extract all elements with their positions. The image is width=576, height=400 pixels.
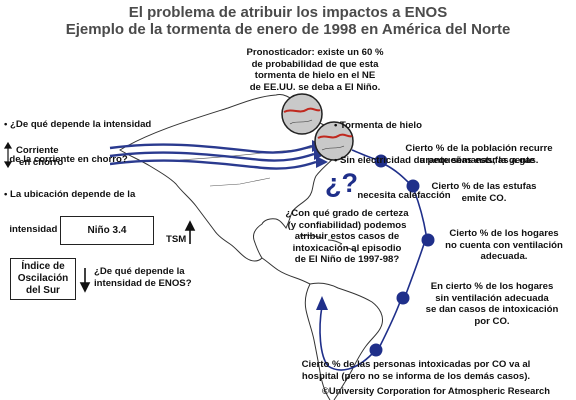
jet-label-line: en chorro: [19, 156, 64, 168]
chain-step-line: hospital (pero no se informa de los demá…: [301, 370, 531, 382]
certainty-line: intoxicación al episodio: [292, 242, 402, 254]
jet-stream-arrows: [109, 143, 317, 170]
chain-step-line: Cierto % de las estufas: [431, 181, 537, 192]
forecaster-line: tormenta de hielo en el NE: [254, 70, 376, 82]
jet-question-line: • ¿De qué depende la intensidad: [4, 119, 152, 131]
storm-circle-east: [314, 121, 354, 161]
ice-storm-bullet: • Sin electricidad durante semanas; la g…: [334, 154, 535, 166]
forecaster-line: Pronosticador: existe un 60 %: [246, 47, 384, 58]
chain-step-line: emite CO.: [461, 192, 507, 204]
chain-step-line: no cuenta con ventilación: [445, 239, 563, 251]
chain-dot-1: [374, 154, 388, 168]
copyright-text: ©University Corporation for Atmospheric …: [322, 385, 550, 396]
chain-dot-5: [369, 343, 383, 357]
enso-question: ¿De qué depende la intensidad de ENOS?: [94, 266, 192, 289]
soi-box: Índice de Oscilación del Sur: [10, 258, 76, 300]
chain-step-line: a pequeñas estufas a gas.: [419, 154, 539, 166]
chain-step-5: Cierto % de las personas intoxicadas por…: [280, 359, 552, 382]
chain-return-arrowhead: [316, 296, 328, 310]
central-america-outline: [261, 257, 311, 285]
title-line-1: El problema de atribuir los impactos a E…: [128, 4, 448, 21]
jet-label-line: Corriente: [16, 145, 59, 156]
certainty-line: (y confiabilidad) podemos: [287, 219, 407, 231]
nino-3-4-box: Niño 3.4: [60, 216, 154, 245]
forecaster-line: de probabilidad de que esta: [251, 58, 379, 70]
chain-dot-2: [406, 179, 420, 193]
ice-storm-bullet: necesita calefacción: [352, 189, 451, 201]
jet-question-line: de la corriente en chorro?: [4, 153, 128, 165]
chain-dot-4: [396, 291, 410, 305]
chain-step-line: se dan casos de intoxicación: [425, 304, 559, 316]
certainty-question: ¿Con qué grado de certeza (y confiabilid…: [272, 208, 422, 266]
jet-label-arrow-icon: [3, 141, 13, 169]
chain-step-line: Cierto % de los hogares: [449, 228, 559, 239]
forecaster-line: de EE.UU. se deba a El Niño.: [249, 81, 381, 93]
storm-circle-west: [281, 93, 323, 135]
certainty-line: ¿Con qué grado de certeza: [285, 208, 409, 219]
chain-step-line: Cierto % de las personas intoxicadas por…: [301, 359, 531, 370]
chain-step-1: Cierto % de la población recurre a peque…: [390, 143, 568, 166]
caribbean-islands: [299, 234, 357, 253]
chain-step-line: En cierto % de los hogares: [430, 281, 554, 292]
certainty-line: atribuir estos casos de: [294, 231, 400, 243]
enso-question-line: intensidad de ENOS?: [94, 277, 192, 289]
south-america-outline: [304, 282, 383, 400]
jet-stream-label: Corriente en chorro: [16, 145, 63, 168]
soi-box-line: del Sur: [26, 285, 60, 296]
chain-step-3: Cierto % de los hogares no cuenta con ve…: [434, 228, 574, 263]
forecaster-text: Pronosticador: existe un 60 % de probabi…: [246, 47, 384, 93]
question-mark-icon: ¿?: [325, 168, 358, 198]
chain-step-line: Cierto % de la población recurre: [405, 143, 553, 154]
chain-step-4: En cierto % de los hogares sin ventilaci…: [412, 281, 572, 327]
enso-question-line: ¿De qué depende la: [94, 266, 185, 277]
chain-step-line: por CO.: [474, 315, 510, 327]
soi-box-line: Índice de: [21, 261, 65, 272]
soi-down-arrow-icon: [79, 268, 91, 293]
title-line-2: Ejemplo de la tormenta de enero de 1998 …: [65, 21, 511, 38]
tsm-label: TSM: [166, 234, 187, 245]
chain-step-line: sin ventilación adecuada: [435, 292, 549, 304]
ice-storm-bullet: • Tormenta de hielo: [334, 120, 422, 132]
ice-storm-notes: • Tormenta de hielo • Sin electricidad d…: [334, 97, 535, 213]
tsm-up-arrow-icon: [184, 220, 196, 244]
chain-step-line: adecuada.: [480, 251, 528, 263]
chain-dots: [369, 154, 435, 357]
chain-dot-3: [421, 233, 435, 247]
nino-box-label: Niño 3.4: [87, 224, 127, 236]
soi-box-line: Oscilación: [17, 273, 69, 284]
jet-question-line: • La ubicación depende de la: [4, 188, 136, 200]
chain-step-2: Cierto % de las estufas emite CO.: [424, 181, 544, 204]
certainty-line: de El Niño de 1997-98?: [294, 254, 400, 266]
